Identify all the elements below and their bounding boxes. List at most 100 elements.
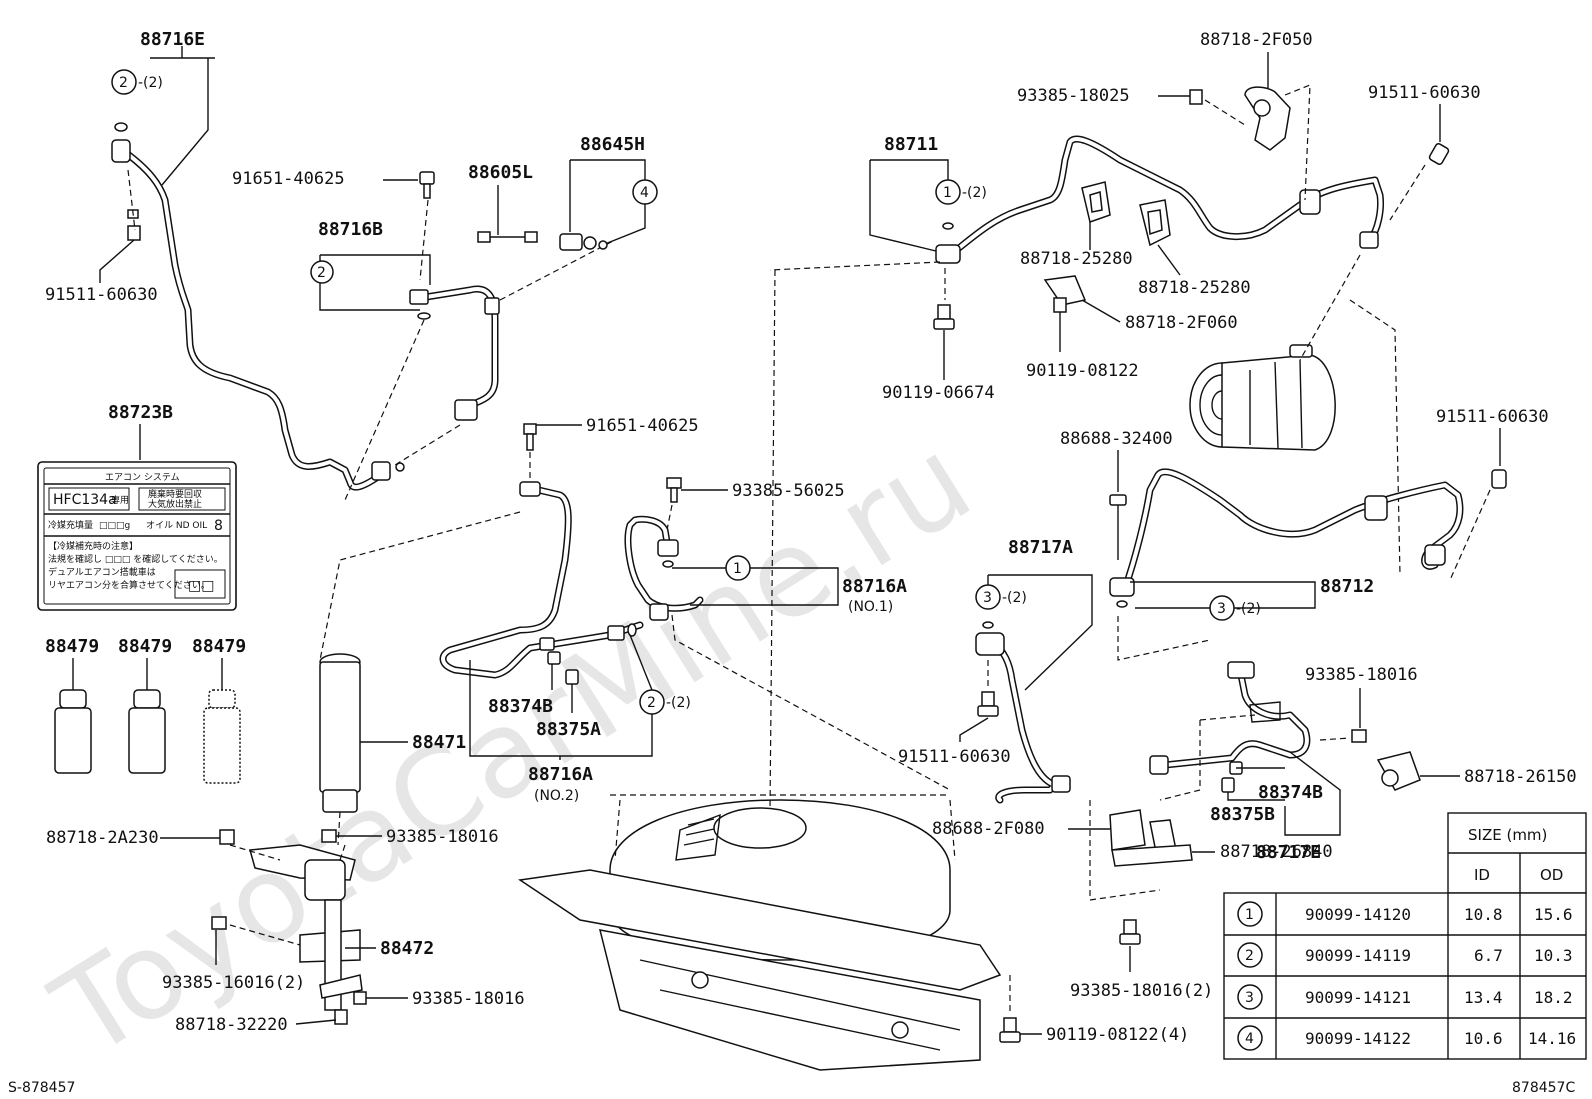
size-row-4: 4 90099-14122 10.6 14.16 (1237, 1025, 1576, 1051)
size-table-col-od: OD (1540, 866, 1563, 884)
svg-text:6.7: 6.7 (1474, 946, 1503, 965)
svg-text:□□□g: □□□g (99, 521, 130, 531)
footer-left: S-878457 (8, 1080, 75, 1096)
size-table-header: SIZE (mm) (1468, 826, 1547, 844)
label-88716A-no2-sub: (NO.2) (534, 788, 579, 804)
part-88605L (477, 231, 538, 243)
compressor (1189, 344, 1336, 451)
pipe-88711 (935, 135, 1384, 264)
svg-text:2: 2 (1245, 948, 1254, 964)
label-88718-2A230: 88718-2A230 (46, 828, 159, 848)
svg-text:4: 4 (640, 185, 649, 201)
svg-text:90099-14120: 90099-14120 (1305, 905, 1411, 924)
bracket-88718-25280-a (1081, 181, 1111, 223)
label-88723B: 88723B (108, 402, 173, 423)
receiver-88471 (319, 653, 361, 813)
size-row-3: 3 90099-14121 13.4 18.2 (1237, 984, 1573, 1010)
label-90119-08122: 90119-08122 (1026, 361, 1139, 381)
size-row-2: 2 90099-14119 6.7 10.3 (1237, 942, 1573, 968)
bracket-88718-2F060 (1043, 275, 1087, 313)
clamp-88718-26150 (1376, 751, 1421, 791)
svg-text:2: 2 (647, 695, 656, 711)
footer-right: 878457C (1512, 1080, 1575, 1096)
label-91651-40625: 91651-40625 (232, 169, 345, 189)
label-91511-60630-c: 91511-60630 (1436, 407, 1549, 427)
label-88718-26150: 88718-26150 (1464, 767, 1577, 787)
label-88374B-a: 88374B (488, 696, 553, 717)
label-91511-60630: 91511-60630 (45, 285, 158, 305)
label-88688-2F080: 88688-2F080 (932, 819, 1045, 839)
engine-unit (517, 269, 1002, 1071)
label-93385-18016-b: 93385-18016 (412, 989, 525, 1009)
svg-text:-(2): -(2) (666, 695, 691, 711)
svg-text:90099-14119: 90099-14119 (1305, 946, 1411, 965)
part-88645H (559, 233, 608, 251)
label-88688-32400: 88688-32400 (1060, 429, 1173, 449)
label-88718-2F050: 88718-2F050 (1200, 30, 1313, 50)
label-91651-40625-b: 91651-40625 (586, 416, 699, 436)
ac-label-card: エアコン システム HFC134a 専用 廃棄時要回収 大気放出禁止 冷媒充填量… (37, 461, 237, 611)
svg-text:10.6: 10.6 (1464, 1029, 1503, 1048)
pipe-88716B (409, 285, 500, 421)
svg-text:□□: □□ (188, 578, 214, 594)
label-91511-60630-d: 91511-60630 (898, 747, 1011, 767)
can-88479-3 (203, 658, 241, 784)
svg-text:3: 3 (1217, 601, 1226, 617)
label-88716A-no2: 88716A (528, 764, 593, 785)
svg-text:3: 3 (1245, 990, 1254, 1006)
svg-text:18.2: 18.2 (1534, 988, 1573, 1007)
size-row-1: 1 90099-14120 10.8 15.6 (1237, 901, 1573, 927)
svg-text:14.16: 14.16 (1528, 1029, 1576, 1048)
label-88716A-no1: 88716A (842, 576, 907, 597)
svg-text:リヤエアコン分を合算させてください。: リヤエアコン分を合算させてください。 (48, 579, 210, 591)
label-88712: 88712 (1320, 576, 1374, 597)
pipe-88717E (1149, 661, 1311, 775)
label-88718-25280-b: 88718-25280 (1138, 278, 1251, 298)
bracket-88472 (249, 844, 363, 1025)
label-88471: 88471 (412, 732, 466, 753)
svg-text:8: 8 (214, 518, 223, 534)
svg-text:13.4: 13.4 (1464, 988, 1503, 1007)
label-88375A: 88375A (536, 719, 601, 740)
pipe-88712 (1109, 468, 1464, 597)
label-88718-26840: 88718-26840 (1220, 842, 1333, 862)
pipe-88716A-no2 (439, 481, 644, 679)
pipe-88716E (111, 122, 405, 491)
size-table-col-id: ID (1474, 866, 1490, 884)
svg-text:10.8: 10.8 (1464, 905, 1503, 924)
bracket-88718-25280-b (1139, 199, 1171, 247)
label-88472: 88472 (380, 938, 434, 959)
svg-text:2: 2 (317, 265, 326, 281)
label-93385-16016: 93385-16016(2) (162, 973, 305, 993)
can-88479-2 (128, 658, 166, 774)
svg-text:3: 3 (983, 590, 992, 606)
svg-text:-(2): -(2) (962, 185, 987, 201)
label-88645H: 88645H (580, 134, 645, 155)
label-88711: 88711 (884, 134, 938, 155)
label-88716B: 88716B (318, 219, 383, 240)
label-88479-3: 88479 (192, 636, 246, 657)
svg-text:1: 1 (943, 185, 952, 201)
label-88375B: 88375B (1210, 804, 1275, 825)
label-88605L: 88605L (468, 162, 533, 183)
svg-text:冷媒充填量: 冷媒充填量 (48, 519, 93, 531)
pipe-88717A (975, 632, 1071, 804)
svg-text:90099-14122: 90099-14122 (1305, 1029, 1411, 1048)
svg-text:1: 1 (733, 561, 742, 577)
callout-2: 2 (119, 75, 128, 91)
label-88374B-b: 88374B (1258, 782, 1323, 803)
label-91511-60630-b: 91511-60630 (1368, 83, 1481, 103)
label-88718-2F060: 88718-2F060 (1125, 313, 1238, 333)
svg-text:4: 4 (1245, 1031, 1254, 1047)
svg-text:【冷媒補充時の注意】: 【冷媒補充時の注意】 (48, 540, 138, 552)
svg-text:専用: 専用 (111, 494, 129, 506)
label-88718-32220: 88718-32220 (175, 1015, 288, 1035)
bracket-88688-2F080 (1109, 809, 1193, 867)
label-90119-08122-4: 90119-08122(4) (1046, 1025, 1189, 1045)
label-88717E: 88717E (1256, 842, 1321, 863)
label-93385-56025: 93385-56025 (732, 481, 845, 501)
svg-text:-(2): -(2) (1236, 601, 1261, 617)
label-88718-25280-a: 88718-25280 (1020, 249, 1133, 269)
